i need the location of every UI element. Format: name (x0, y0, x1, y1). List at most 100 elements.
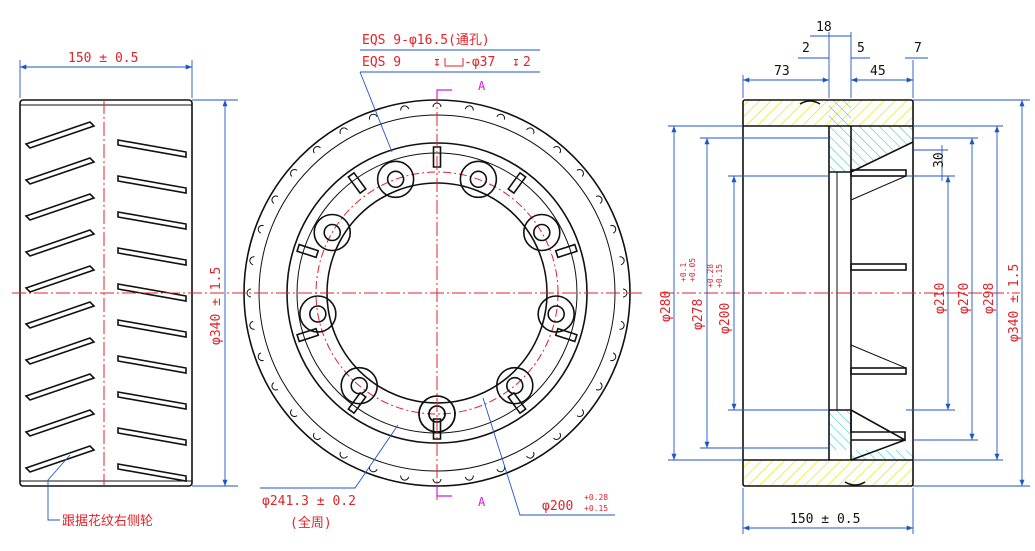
rim-notch (290, 409, 298, 418)
hole-callout-counterbore: EQS 9 (362, 55, 401, 70)
rim-notch (619, 256, 625, 266)
rim-notch (246, 288, 252, 298)
left-width-dim: 150 ± 0.5 (68, 51, 138, 66)
dim-d278-upper: +0.1 (679, 263, 688, 282)
tread-groove-left (24, 373, 96, 401)
dim-d298: φ298 (982, 283, 997, 314)
dim-d278: φ278 (691, 299, 706, 330)
key-slot (432, 146, 442, 168)
rim-notch (400, 105, 410, 111)
dim-d280: φ280 (659, 291, 674, 322)
left-side-view: 150 ± 0.5 φ340 ± 1.5 跟据花纹右侧轮 (12, 51, 238, 529)
tread-groove-right (117, 211, 187, 230)
rim-notch (553, 146, 562, 154)
tread-groove-left (24, 337, 96, 365)
key-slot (507, 391, 527, 415)
dim-d278-lower: +0.05 (688, 258, 697, 282)
dim-5: 5 (857, 41, 865, 56)
tread-groove-right (117, 463, 187, 482)
tread-grooves (24, 121, 187, 482)
dim-18: 18 (816, 20, 832, 35)
dim-30: 30 (932, 152, 947, 168)
through-hole-circle (547, 305, 565, 323)
through-hole-circle (309, 305, 327, 323)
dim-7: 7 (914, 41, 922, 56)
rim-notches (246, 102, 628, 484)
through-hole-circle (532, 223, 551, 242)
counterbore-circle (495, 366, 534, 405)
tread-groove-left (24, 445, 96, 473)
rim-notch (553, 432, 562, 440)
counterbore-circle (459, 160, 498, 199)
bore-tol-upper: +0.28 (584, 493, 608, 502)
key-slot (296, 327, 320, 343)
rim-notch (610, 224, 617, 234)
key-slot (347, 391, 367, 415)
dim-73: 73 (774, 64, 790, 79)
key-slot (554, 243, 578, 259)
rim-notch (464, 475, 474, 481)
dim-d210: φ210 (933, 283, 948, 314)
rim-notch (595, 382, 603, 391)
rim-notch (576, 409, 584, 418)
rim-notch (257, 352, 264, 362)
tread-groove-left (24, 409, 96, 437)
through-hole-circle (469, 170, 488, 189)
pcd-dim: φ241.3 ± 0.2 (262, 494, 356, 509)
tread-groove-left (24, 157, 96, 185)
rim-notch (339, 451, 348, 459)
tread-groove-left (24, 265, 96, 293)
key-slot (296, 243, 320, 259)
through-hole-circle (386, 170, 405, 189)
counterbore-depth-symbol-2: ↧ (512, 55, 520, 70)
tread-groove-right (117, 319, 187, 338)
tread-groove-left (24, 121, 96, 149)
rim-notch (271, 195, 279, 204)
tread-groove-right (117, 175, 187, 194)
rim-notch (290, 168, 298, 177)
counterbore-depth-symbol: ↧ (433, 55, 441, 70)
dim-d340: φ340 ± 1.5 (1007, 264, 1022, 342)
key-slots (296, 146, 578, 440)
through-hole-circle (323, 223, 342, 242)
tread-groove-left (24, 301, 96, 329)
dim-2: 2 (802, 41, 810, 56)
rim-notch (576, 168, 584, 177)
hole-callout-counterbore-dia: -φ37 (464, 55, 495, 70)
counterbore-circle (340, 366, 379, 405)
tread-groove-right (117, 391, 187, 410)
front-view: A A EQS 9-φ16.5(通孔) EQS 9 ↧ -φ37 ↧ 2 φ24… (232, 33, 645, 531)
rim-notch (595, 195, 603, 204)
rim-notch (526, 451, 535, 459)
tread-direction-note: 跟据花纹右侧轮 (62, 513, 153, 529)
rim-notch (496, 466, 506, 473)
tread-groove-left (24, 193, 96, 221)
rim-notch (464, 105, 474, 111)
rim-notch (271, 382, 279, 391)
bore-tol-lower: +0.15 (584, 504, 608, 513)
tread-groove-right (117, 283, 187, 302)
section-width-dim: 150 ± 0.5 (790, 512, 860, 527)
counterbore-circle (522, 213, 561, 252)
tread-groove-right (117, 247, 187, 266)
rim-notch (400, 475, 410, 481)
left-diameter-dim: φ340 ± 1.5 (209, 267, 224, 345)
rim-notch (312, 146, 321, 154)
tread-groove-right (117, 427, 187, 446)
hole-callout-depth: 2 (523, 55, 531, 70)
counterbore-circle (376, 160, 415, 199)
dim-d200: φ200 (718, 303, 733, 334)
key-slot (507, 171, 527, 195)
section-view: 73 45 18 2 5 7 30 φ280 φ278 +0.1 +0.05 φ… (659, 20, 1030, 534)
section-mark-top: A (478, 79, 486, 93)
dim-d270: φ270 (957, 283, 972, 314)
dim-45: 45 (870, 64, 886, 79)
dim-d200-upper: +0.28 (706, 264, 715, 288)
rim-notch (526, 127, 535, 135)
key-slot (347, 171, 367, 195)
hole-callout-through: EQS 9-φ16.5(通孔) (362, 33, 490, 48)
key-slot (432, 418, 442, 440)
rim-notch (249, 256, 255, 266)
tread-groove-right (117, 139, 187, 158)
